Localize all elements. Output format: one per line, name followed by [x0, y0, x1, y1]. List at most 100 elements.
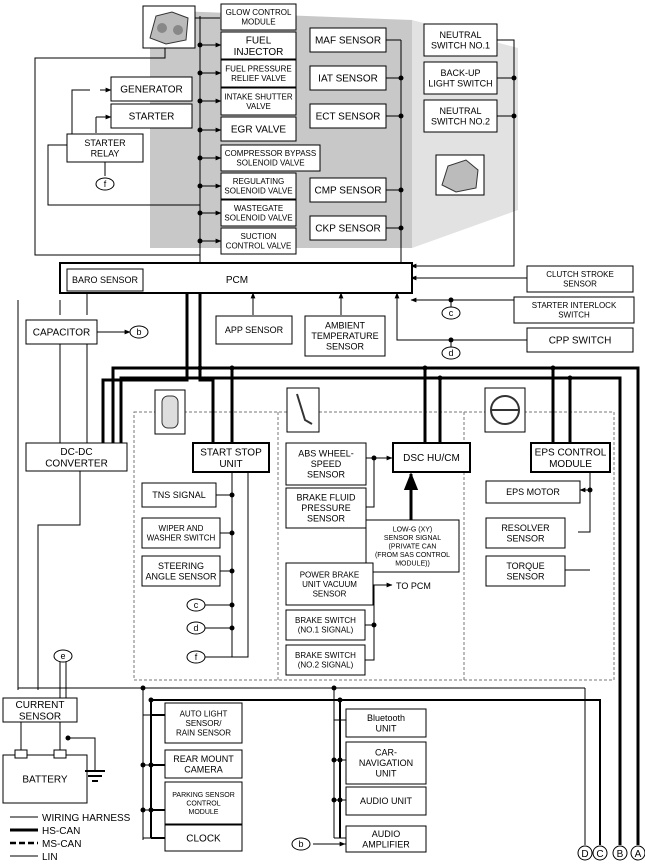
- abs-wheel-frame: [285, 442, 367, 486]
- steering-angle-label: STEERING: [158, 561, 204, 571]
- intake-shutter-frame: [220, 87, 297, 116]
- suction-label: CONTROL VALVE: [226, 242, 292, 251]
- tns-box: TNS SIGNAL: [141, 482, 217, 508]
- auto-light-label: SENSOR/: [185, 719, 222, 728]
- start-stop-label: UNIT: [219, 459, 242, 470]
- lowg-label: (FROM SAS CONTROL: [375, 552, 450, 559]
- steering-angle-label: ANGLE SENSOR: [145, 571, 217, 581]
- brake-sw1-box: BRAKE SWITCH(NO.1 SIGNAL): [285, 609, 366, 641]
- bluetooth-label: Bluetooth: [367, 713, 405, 723]
- regulating-label: SOLENOID VALVE: [224, 187, 292, 196]
- current-sensor-label: CURRENT: [16, 700, 65, 711]
- torque-frame: [485, 555, 566, 587]
- baro-frame: [66, 268, 144, 292]
- ect-frame: [309, 103, 387, 129]
- cpp-label: CPP SWITCH: [549, 336, 612, 347]
- ambient-label: AMBIENT: [325, 321, 366, 331]
- neutral2-frame: [423, 99, 498, 133]
- brake-fluid-label: SENSOR: [307, 514, 346, 524]
- dcdc-label: DC-DC: [60, 447, 92, 458]
- audio-unit-label: AUDIO UNIT: [360, 796, 413, 806]
- capacitor-box: CAPACITOR: [25, 319, 98, 345]
- navigation-frame: [345, 741, 427, 785]
- start-stop-label: START STOP: [200, 447, 262, 458]
- wastegate-frame: [220, 199, 297, 227]
- iat-label: IAT SENSOR: [318, 74, 378, 85]
- connector-c-ss: c: [186, 598, 206, 612]
- lowg-label: (PRIVATE CAN: [389, 543, 437, 550]
- connector-label: d: [448, 348, 453, 358]
- torque-label: SENSOR: [506, 571, 545, 581]
- tns-label: TNS SIGNAL: [152, 490, 206, 500]
- starter-label: STARTER: [129, 112, 175, 123]
- legend: WIRING HARNESS HS-CAN MS-CAN LIN: [10, 813, 131, 863]
- dashed-zones: [133, 411, 615, 681]
- auto-light-frame: [164, 702, 243, 744]
- pcm-label: PCM: [226, 275, 248, 286]
- maf-frame: [309, 27, 387, 53]
- wastegate-label: WASTEGATE: [234, 204, 283, 213]
- power-brake-frame: [285, 562, 374, 606]
- rear-camera-label: CAMERA: [184, 764, 223, 774]
- wiring-harness: [17, 16, 591, 845]
- glow-control-frame: [220, 3, 297, 31]
- brake-fluid-label: BRAKE FLUID: [296, 493, 356, 503]
- ambient-frame: [304, 315, 386, 357]
- cmp-frame: [309, 177, 387, 203]
- capacitor-label: CAPACITOR: [33, 328, 90, 339]
- eps-motor-frame: [485, 480, 581, 504]
- neutral1-label: SWITCH NO.1: [431, 40, 490, 50]
- backup-label: LIGHT SWITCH: [428, 78, 492, 88]
- egr-valve-label: EGR VALVE: [231, 125, 287, 136]
- audio-amp-label: AUDIO: [372, 829, 401, 839]
- generator-frame: [110, 76, 193, 102]
- current-sensor-frame: [2, 697, 78, 723]
- connector-label: e: [60, 651, 65, 661]
- power-brake-label: POWER BRAKE: [300, 570, 360, 579]
- neutral2-label: SWITCH NO.2: [431, 116, 490, 126]
- starter-frame: [110, 103, 193, 129]
- connector-e-cur: e: [53, 649, 73, 663]
- maf-box: MAF SENSOR: [309, 27, 387, 53]
- fuel-pressure-frame: [220, 59, 297, 88]
- ms-can-lines: [150, 699, 601, 845]
- connector-f-ss: f: [186, 650, 206, 664]
- brake-sw1-frame: [285, 609, 366, 641]
- bluetooth-frame: [345, 708, 427, 738]
- ckp-frame: [309, 215, 387, 241]
- backup-frame: [423, 61, 498, 95]
- brake-fluid-frame: [285, 487, 367, 529]
- backup-label: BACK-UP: [440, 68, 480, 78]
- eps-motor-label: EPS MOTOR: [506, 487, 560, 497]
- brake-sw1-label: BRAKE SWITCH: [295, 616, 356, 625]
- iat-frame: [309, 65, 387, 91]
- baro-label: BARO SENSOR: [72, 275, 139, 285]
- power-brake-label: SENSOR: [313, 589, 347, 598]
- connector-label: c: [449, 308, 454, 318]
- key-fob-icon: [154, 389, 186, 435]
- power-brake-label: UNIT VACUUM: [302, 580, 357, 589]
- tns-frame: [141, 482, 217, 508]
- suction-label: SUCTION: [241, 232, 277, 241]
- neutral1-frame: [423, 23, 498, 57]
- ect-box: ECT SENSOR: [309, 103, 387, 129]
- bus-end-c: C: [592, 845, 608, 861]
- lowg-box: LOW-G (XY)SENSOR SIGNAL(PRIVATE CAN(FROM…: [365, 519, 460, 573]
- neutral2-label: NEUTRAL: [439, 106, 481, 116]
- cmp-box: CMP SENSOR: [309, 177, 387, 203]
- ground-icon: [85, 770, 105, 782]
- eps-control-label: EPS CONTROL: [535, 447, 607, 458]
- clutch-stroke-frame: [526, 265, 634, 293]
- bus-end-d: D: [577, 845, 593, 861]
